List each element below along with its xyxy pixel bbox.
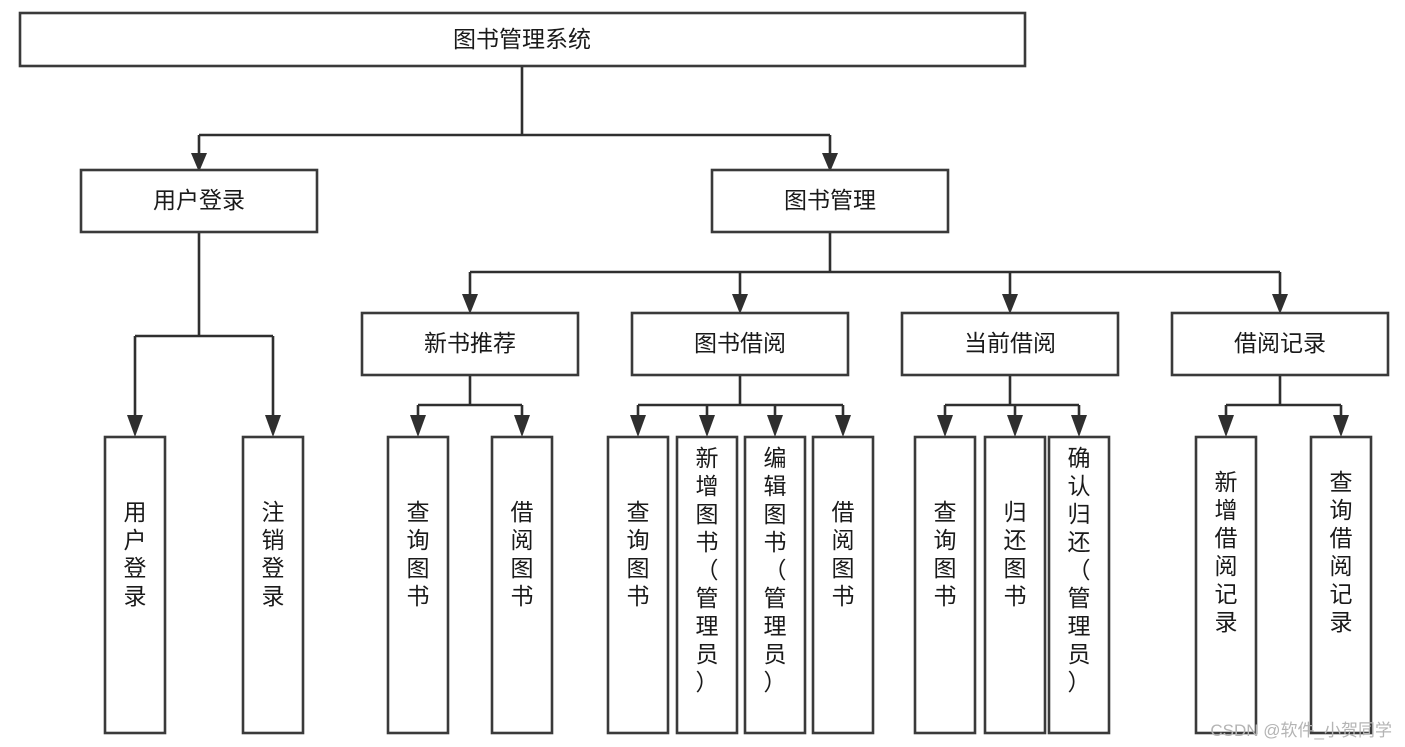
node-book-manage-box[interactable] (710, 168, 950, 234)
node-leaf-borrow-book-2[interactable]: 借阅图书 (811, 435, 875, 735)
arrow-head-book-borrow (732, 294, 748, 314)
node-leaf-query-book-2[interactable]: 查询图书 (606, 435, 670, 735)
node-leaf-add-book-label: 新增图书（管理员） (696, 445, 719, 695)
node-book-borrow-box[interactable] (630, 311, 850, 377)
node-leaf-borrow-book-2-label: 借阅图书 (832, 499, 855, 609)
node-leaf-user-login-box[interactable] (103, 435, 167, 735)
arrow-head-leaf-borrow-book-2 (835, 415, 851, 437)
node-leaf-query-record[interactable]: 查询借阅记录 (1309, 435, 1373, 735)
arrow-head-leaf-query-book-1 (410, 415, 426, 437)
node-leaf-edit-book[interactable]: 编辑图书（管理员） (743, 435, 807, 735)
node-borrow-record[interactable]: 借阅记录 (1170, 311, 1390, 377)
node-leaf-add-record-label: 新增借阅记录 (1215, 469, 1238, 635)
arrow-head-leaf-query-record (1333, 415, 1349, 437)
node-root[interactable]: 图书管理系统 (18, 11, 1027, 68)
node-user-login-box[interactable] (79, 168, 319, 234)
node-current-borrow[interactable]: 当前借阅 (900, 311, 1120, 377)
node-leaf-borrow-book-1-label: 借阅图书 (511, 499, 534, 609)
arrow-head-leaf-add-book (699, 415, 715, 437)
node-leaf-query-record-label: 查询借阅记录 (1330, 469, 1353, 635)
node-book-borrow[interactable]: 图书借阅 (630, 311, 850, 377)
node-leaf-borrow-book-1[interactable]: 借阅图书 (490, 435, 554, 735)
node-leaf-logout-login-label: 注销登录 (262, 499, 285, 609)
node-leaf-add-book-box[interactable] (675, 435, 739, 735)
arrow-head-new-book-recommend (462, 294, 478, 314)
arrow-head-leaf-query-book-2 (630, 415, 646, 437)
node-borrow-record-box[interactable] (1170, 311, 1390, 377)
node-leaf-edit-book-label: 编辑图书（管理员） (764, 445, 787, 695)
node-root-label: 图书管理系统 (453, 26, 591, 52)
node-leaf-query-book-3[interactable]: 查询图书 (913, 435, 977, 735)
csdn-watermark: CSDN @软件_小贺同学 (1210, 721, 1392, 740)
arrow-head-leaf-query-book-3 (937, 415, 953, 437)
node-leaf-query-book-1-label: 查询图书 (407, 499, 430, 609)
node-leaf-confirm-return-label: 确认归还（管理员） (1068, 445, 1091, 695)
node-book-manage-label: 图书管理 (784, 187, 876, 213)
node-leaf-logout-login[interactable]: 注销登录 (241, 435, 305, 735)
node-leaf-add-record[interactable]: 新增借阅记录 (1194, 435, 1258, 735)
node-leaf-edit-book-box[interactable] (743, 435, 807, 735)
node-leaf-return-book-label: 归还图书 (1004, 499, 1027, 609)
arrow-head-leaf-add-record (1218, 415, 1234, 437)
node-new-book-recommend-label: 新书推荐 (424, 330, 516, 356)
node-leaf-query-book-1[interactable]: 查询图书 (386, 435, 450, 735)
node-leaf-add-book[interactable]: 新增图书（管理员） (675, 435, 739, 735)
node-leaf-borrow-book-2-box[interactable] (811, 435, 875, 735)
node-leaf-query-book-3-box[interactable] (913, 435, 977, 735)
node-leaf-user-login[interactable]: 用户登录 (103, 435, 167, 735)
arrow-head-leaf-edit-book (767, 415, 783, 437)
arrow-head-book-manage (822, 153, 838, 172)
node-new-book-recommend[interactable]: 新书推荐 (360, 311, 580, 377)
node-user-login[interactable]: 用户登录 (79, 168, 319, 234)
node-leaf-logout-login-box[interactable] (241, 435, 305, 735)
arrow-head-leaf-confirm-return (1071, 415, 1087, 437)
node-leaf-query-book-2-label: 查询图书 (627, 499, 650, 609)
arrow-head-current-borrow (1002, 294, 1018, 314)
node-leaf-return-book[interactable]: 归还图书 (983, 435, 1047, 735)
node-borrow-record-label: 借阅记录 (1234, 330, 1326, 356)
arrow-head-leaf-borrow-book-1 (514, 415, 530, 437)
node-leaf-query-book-1-box[interactable] (386, 435, 450, 735)
node-leaf-query-book-3-label: 查询图书 (934, 499, 957, 609)
connector-layer (127, 66, 1349, 437)
node-leaf-add-record-box[interactable] (1194, 435, 1258, 735)
node-book-borrow-label: 图书借阅 (694, 330, 786, 356)
arrow-head-leaf-return-book (1007, 415, 1023, 437)
node-new-book-recommend-box[interactable] (360, 311, 580, 377)
arrow-head-borrow-record (1272, 294, 1288, 314)
arrow-head-user-login (191, 153, 207, 172)
arrow-head-leaf-logout-login (265, 415, 281, 437)
node-leaf-confirm-return[interactable]: 确认归还（管理员） (1047, 435, 1111, 735)
node-book-manage[interactable]: 图书管理 (710, 168, 950, 234)
node-leaf-borrow-book-1-box[interactable] (490, 435, 554, 735)
node-leaf-query-book-2-box[interactable] (606, 435, 670, 735)
node-current-borrow-box[interactable] (900, 311, 1120, 377)
node-leaf-user-login-label: 用户登录 (124, 499, 147, 609)
node-current-borrow-label: 当前借阅 (964, 330, 1056, 356)
node-root-box[interactable] (18, 11, 1027, 68)
arrow-head-leaf-user-login (127, 415, 143, 437)
node-leaf-return-book-box[interactable] (983, 435, 1047, 735)
node-user-login-label: 用户登录 (153, 187, 245, 213)
node-leaf-query-record-box[interactable] (1309, 435, 1373, 735)
node-leaf-confirm-return-box[interactable] (1047, 435, 1111, 735)
